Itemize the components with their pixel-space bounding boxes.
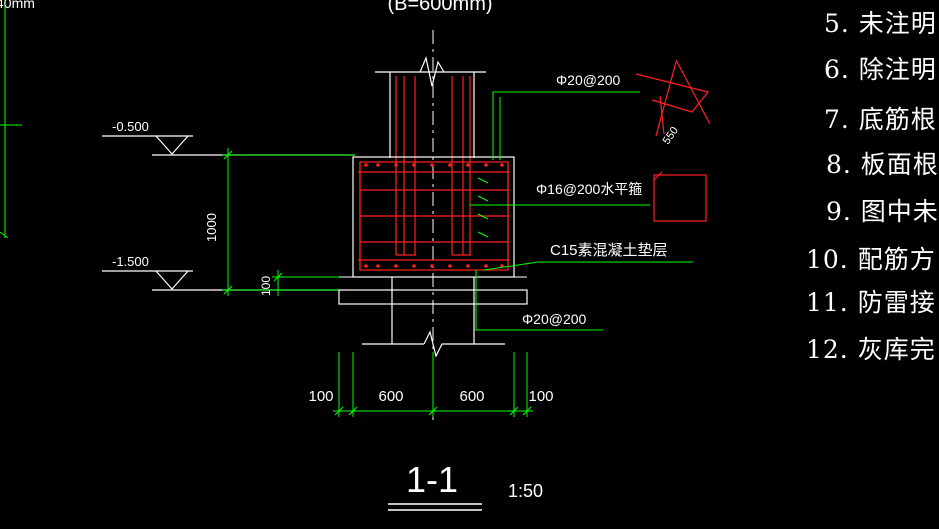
column-rebar [395, 76, 471, 256]
cad-drawing-canvas: 40mm (B=600mm) [0, 0, 711, 511]
top-bar-label: Φ20@200 [556, 72, 621, 88]
column [375, 56, 486, 158]
cushion-layer [338, 289, 528, 305]
pad-dim-label: 100 [259, 276, 273, 296]
level-marker-lower [102, 270, 339, 291]
top-label: (B=600mm) [387, 0, 492, 15]
width-dim-3: 600 [459, 388, 484, 405]
width-dim-2: 600 [378, 388, 403, 405]
leader-lines [470, 91, 693, 331]
stirrup-detail [653, 171, 707, 222]
width-dimension [333, 352, 533, 417]
width-dim-1: 100 [308, 388, 333, 405]
section-title: 1-1 [406, 459, 458, 500]
scale-label: 1:50 [508, 481, 543, 501]
lower-column [362, 277, 505, 358]
foundation-rebar [358, 161, 510, 271]
bottom-bar-label: Φ20@200 [522, 311, 587, 327]
width-dim-4: 100 [528, 388, 553, 405]
left-edge-fragment [0, 0, 22, 239]
top-left-fragment: 40mm [0, 0, 35, 11]
rebar-dots [364, 163, 504, 268]
stirrup-label: Φ16@200水平箍 [536, 181, 642, 197]
height-dimension [222, 148, 355, 296]
hook-detail [635, 59, 711, 137]
cushion-label: C15素混凝土垫层 [550, 242, 668, 259]
level-lower-label: -1.500 [112, 254, 149, 269]
level-upper-label: -0.500 [112, 119, 149, 134]
section-title-underline [388, 503, 482, 511]
height-dim-label: 1000 [204, 213, 219, 242]
